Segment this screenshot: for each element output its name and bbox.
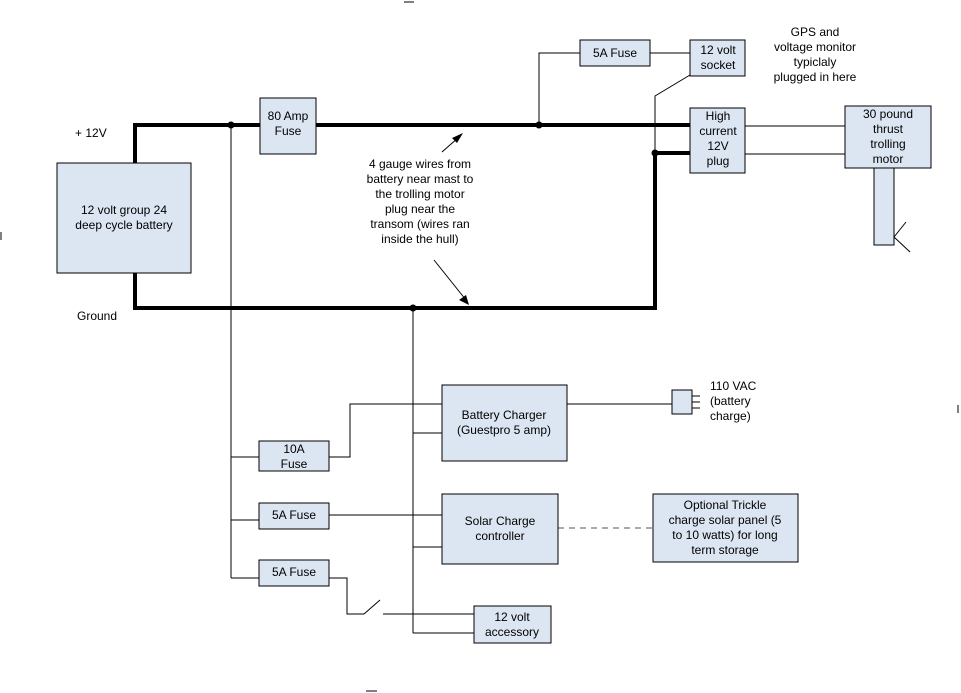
solar-controller-box [441, 493, 559, 565]
fuse-80a-label-line: 80 Amp [268, 109, 309, 123]
wire-to-top-5a-fuse [538, 52, 580, 125]
accessory-box [473, 605, 552, 644]
wire-note-line: plug near the [385, 202, 455, 216]
fuse-80a-label-line: Fuse [275, 124, 302, 138]
fuse-5a-solar-box [258, 502, 330, 530]
ground-label: Ground [77, 309, 117, 323]
junction-dot [409, 304, 417, 312]
wire-note-line: the trolling motor [375, 187, 464, 201]
fuse-5a-top-box [579, 39, 651, 67]
battery-label-line: deep cycle battery [75, 218, 172, 232]
wire-note-line: 4 gauge wires from [369, 157, 471, 171]
motor-label-line: trolling [870, 137, 905, 151]
fuse-5a-acc-box [258, 559, 330, 587]
wire-note-line: battery near mast to [367, 172, 474, 186]
ac-plug-icon [671, 389, 700, 415]
prop-blade-top [893, 221, 907, 238]
fuse-5a-top-label: 5A Fuse [593, 46, 637, 60]
gps-note-line: typiclaly [794, 55, 837, 69]
charger-label-line: Battery Charger [462, 408, 547, 422]
battery-box [56, 162, 192, 274]
wire-note-line: transom (wires ran [370, 217, 469, 231]
junction-dot [227, 121, 235, 129]
solar-panel-label-line: to 10 watts) for long [672, 528, 777, 542]
vac-label-line: (battery [710, 394, 751, 408]
switch-blade [363, 599, 381, 615]
plug-label-line: High [706, 109, 731, 123]
junction-dot [651, 149, 659, 157]
socket-box [689, 39, 746, 77]
positive-main-wire [133, 123, 260, 163]
plug-label-line: plug [707, 154, 730, 168]
gps-note-line: GPS and [791, 25, 840, 39]
motor-label-line: 30 pound [863, 107, 913, 121]
fuse-10a-label-line: 10A [283, 442, 304, 456]
solar-controller-label-line: Solar Charge [465, 514, 536, 528]
vac-label-line: 110 VAC [710, 379, 757, 393]
solar-panel-label-line: charge solar panel (5 [669, 513, 782, 527]
wire-10a-to-charger [329, 403, 442, 458]
gps-note-line: plugged in here [774, 70, 857, 84]
wire-note-line: inside the hull) [381, 232, 458, 246]
plus-12v-label: + 12V [75, 126, 107, 140]
socket-ground-wire [654, 74, 691, 153]
arrowhead-top [452, 133, 463, 143]
ground-main-wire [133, 151, 690, 310]
solar-panel-label-line: term storage [691, 543, 759, 557]
socket-label-line: socket [701, 58, 736, 72]
solar-panel-box [652, 493, 799, 563]
wire-5a-to-switch [329, 577, 364, 615]
fuse-5a-acc-label-line: 5A Fuse [272, 565, 316, 579]
charger-label-line: (Guestpro 5 amp) [457, 423, 551, 437]
fuse-10a-box [258, 440, 330, 472]
annotation-arrow-bottom [433, 259, 467, 301]
prop-blade-bottom [893, 236, 911, 253]
solar-controller-label-line: controller [475, 529, 524, 543]
motor-shaft [873, 167, 895, 246]
gps-note-line: voltage monitor [774, 40, 856, 54]
vac-label-line: charge) [710, 409, 751, 423]
arrowhead-bottom [459, 295, 469, 305]
fuse-5a-acc-label: 5A Fuse [272, 565, 316, 579]
solar-panel-label-line: Optional Trickle [684, 498, 767, 512]
motor-label-line: motor [873, 152, 904, 166]
fuse-5a-top-label-line: 5A Fuse [593, 46, 637, 60]
plug-box [689, 107, 746, 174]
fuse-80a-box [259, 97, 317, 155]
accessory-label-line: 12 volt [494, 610, 530, 624]
plus-12v-label-line: + 12V [75, 126, 107, 140]
plug-label-line: 12V [707, 139, 728, 153]
plug-label-line: current [699, 124, 737, 138]
fuse-5a-solar-label-line: 5A Fuse [272, 508, 316, 522]
fuse-5a-solar-label: 5A Fuse [272, 508, 316, 522]
socket-label-line: 12 volt [700, 43, 736, 57]
battery-label-line: 12 volt group 24 [81, 203, 167, 217]
charger-label: Battery Charger(Guestpro 5 amp) [457, 408, 551, 437]
accessory-label-line: accessory [485, 625, 539, 639]
ground-label-line: Ground [77, 309, 117, 323]
motor-label-line: thrust [873, 122, 904, 136]
junction-dot [535, 121, 543, 129]
fuse-10a-label-line: Fuse [281, 457, 308, 471]
charger-box [441, 384, 568, 462]
